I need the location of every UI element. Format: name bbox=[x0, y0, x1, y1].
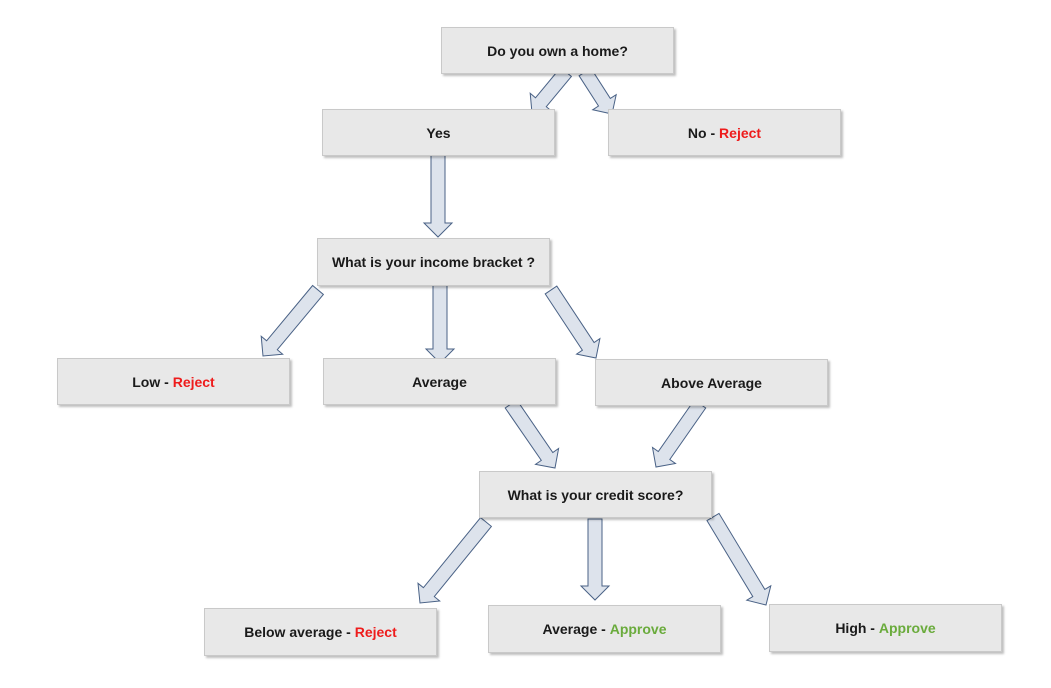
node-average-credit-separator: - bbox=[597, 621, 610, 637]
node-no-result: Reject bbox=[719, 124, 762, 141]
node-below-average-credit: Below average - Reject bbox=[204, 608, 437, 656]
node-credit: What is your credit score? bbox=[479, 471, 712, 518]
node-low-label: Low bbox=[132, 373, 161, 390]
node-below-average-credit-separator: - bbox=[342, 624, 355, 640]
node-low: Low - Reject bbox=[57, 358, 290, 405]
arrow-credit-to-high-credit bbox=[706, 512, 772, 606]
node-high-credit-separator: - bbox=[866, 620, 879, 636]
node-no-label: No bbox=[687, 124, 707, 141]
arrow-average-to-credit bbox=[504, 399, 560, 469]
arrow-yes-to-income bbox=[422, 152, 454, 238]
node-own-home: Do you own a home? bbox=[441, 27, 674, 74]
node-low-result: Reject bbox=[172, 373, 215, 390]
node-average-label: Average bbox=[412, 373, 467, 390]
node-high-credit-label: High bbox=[835, 620, 867, 636]
arrow-credit-to-average-credit bbox=[579, 518, 611, 601]
node-average-credit-result: Approve bbox=[609, 621, 667, 637]
node-yes-label: Yes bbox=[426, 124, 451, 141]
node-income: What is your income bracket ? bbox=[317, 238, 550, 286]
node-average-credit-label: Average bbox=[542, 621, 598, 637]
node-credit-label: What is your credit score? bbox=[507, 486, 684, 503]
node-own-home-label: Do you own a home? bbox=[487, 42, 628, 59]
node-below-average-credit-result: Reject bbox=[354, 624, 397, 640]
node-high-credit: High - Approve bbox=[769, 604, 1002, 652]
arrow-income-to-average bbox=[424, 279, 456, 364]
node-no: No - Reject bbox=[608, 109, 841, 156]
node-average-credit: Average - Approve bbox=[488, 605, 721, 653]
arrow-income-to-above-average bbox=[544, 285, 601, 359]
node-below-average-credit-label: Below average bbox=[244, 624, 343, 640]
node-no-separator: - bbox=[706, 124, 720, 141]
arrow-own-home-to-yes bbox=[529, 66, 573, 114]
arrow-credit-to-below-average-credit bbox=[417, 516, 493, 604]
node-high-credit-result: Approve bbox=[878, 620, 936, 636]
node-above-average: Above Average bbox=[595, 359, 828, 406]
arrow-above-average-to-credit bbox=[651, 399, 707, 468]
node-low-separator: - bbox=[160, 373, 173, 390]
node-above-average-label: Above Average bbox=[661, 374, 762, 391]
arrow-own-home-to-no bbox=[578, 67, 617, 115]
node-income-label: What is your income bracket ? bbox=[331, 254, 536, 270]
node-yes: Yes bbox=[322, 109, 555, 156]
arrow-income-to-low bbox=[260, 284, 325, 357]
node-average: Average bbox=[323, 358, 556, 405]
